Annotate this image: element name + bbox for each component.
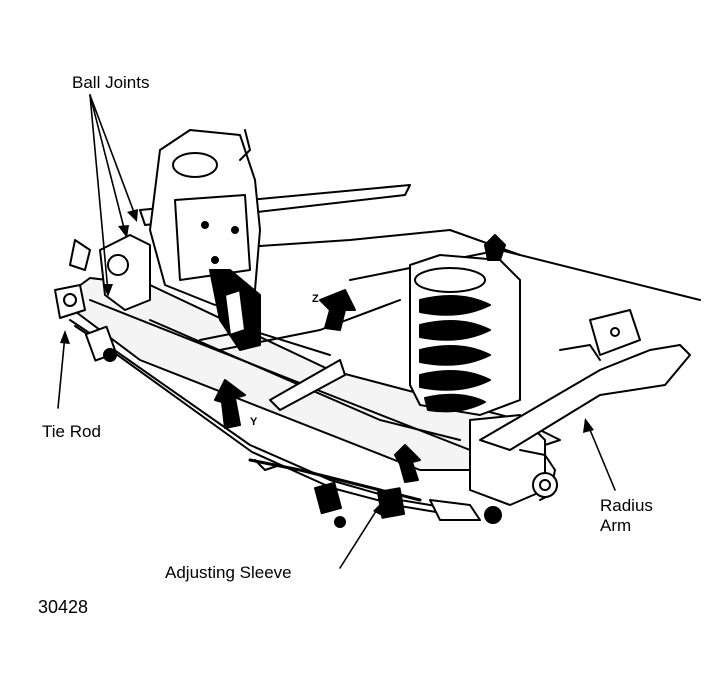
axis-z-mark: Z — [312, 293, 319, 305]
leader-lines — [57, 94, 616, 569]
label-adjusting-sleeve: Adjusting Sleeve — [165, 563, 292, 582]
axis-y-mark: Y — [250, 416, 258, 428]
figure-number: 30428 — [38, 597, 89, 617]
radius-arm — [479, 309, 691, 451]
label-ball-joints: Ball Joints — [72, 73, 150, 92]
adjusting-sleeve-part — [248, 458, 422, 528]
leader-arrowheads — [60, 209, 594, 516]
label-radius-line1: Radius — [600, 496, 653, 515]
right-coil-spring — [409, 234, 521, 416]
left-spring-tower — [149, 129, 261, 306]
label-radius-line2: Arm — [600, 516, 632, 535]
tie-rod-linkage — [69, 319, 461, 517]
label-tie-rod: Tie Rod — [42, 422, 101, 441]
axis-arrows — [214, 289, 421, 483]
center-brace — [209, 269, 346, 411]
label-radius-arm: Radius Arm — [600, 496, 680, 536]
left-knuckle — [54, 234, 151, 319]
